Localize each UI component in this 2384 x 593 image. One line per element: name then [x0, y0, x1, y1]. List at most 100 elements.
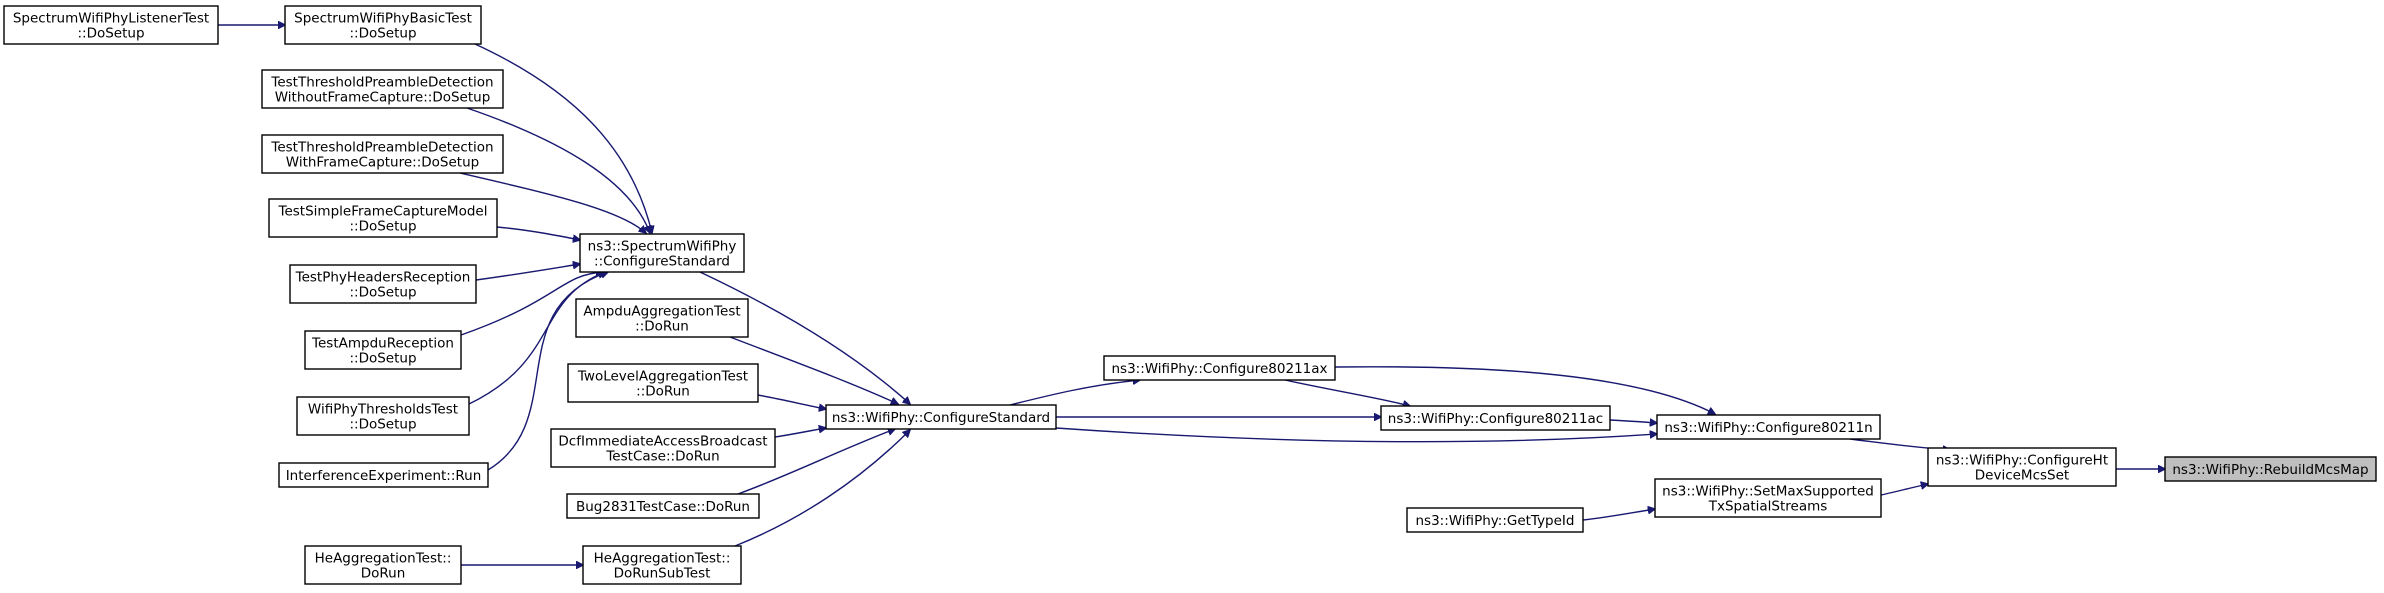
node-ampdu-agg[interactable]: AmpduAggregationTest::DoRun [575, 298, 749, 338]
node-box [1656, 414, 1881, 440]
node-ampdu[interactable]: TestAmpduReception::DoSetup [304, 330, 462, 370]
node-label-line: ns3::WifiPhy::GetTypeId [1415, 513, 1574, 529]
node-label-line: TestCase::DoRun [605, 449, 719, 465]
node-label-line: TestSimpleFrameCaptureModel [278, 204, 488, 220]
node-box [1380, 405, 1611, 431]
edge-ampdu_agg-to-cfgstd [729, 336, 898, 404]
node-box [289, 264, 477, 304]
node-box [579, 233, 745, 273]
node-label-line: TestThresholdPreambleDetection [270, 75, 493, 91]
node-label-line: ::DoRun [635, 319, 689, 335]
edge-bug2831-to-cfgstd [737, 429, 895, 495]
edge-cfgstd-to-n [1055, 427, 1657, 443]
node-bug2831[interactable]: Bug2831TestCase::DoRun [566, 493, 760, 519]
node-box [566, 493, 760, 519]
node-box [261, 69, 504, 109]
node-label-line: ns3::WifiPhy::SetMaxSupported [1662, 484, 1874, 500]
edge-heagg_sub-to-cfgstd [734, 430, 910, 547]
node-label-line: ns3::WifiPhy::ConfigureStandard [832, 410, 1050, 426]
node-tpd-without[interactable]: TestThresholdPreambleDetectionWithoutFra… [261, 69, 504, 109]
node-label-line: DeviceMcsSet [1975, 468, 2069, 484]
node-label-line: ns3::WifiPhy::Configure80211ax [1111, 361, 1327, 377]
edge-tpd_without-to-spectrum_cfg [466, 107, 650, 233]
node-cfgstd[interactable]: ns3::WifiPhy::ConfigureStandard [825, 404, 1057, 430]
node-label-line: ::DoSetup [349, 219, 416, 235]
node-root: ns3::WifiPhy::RebuildMcsMap [2164, 456, 2377, 482]
edge-cfgstd-to-ax [1009, 380, 1140, 406]
node-label-line: ::DoSetup [349, 285, 416, 301]
node-label-line: ::DoSetup [349, 417, 416, 433]
node-label-line: ::DoSetup [77, 26, 144, 42]
node-label-line: WifiPhyThresholdsTest [308, 402, 458, 418]
node-box [1103, 355, 1336, 381]
edge-tpd_with-to-spectrum_cfg [459, 172, 646, 233]
edge-setmax-to-ht [1880, 484, 1928, 496]
node-listener[interactable]: SpectrumWifiPhyListenerTest::DoSetup [3, 5, 219, 45]
node-box [2164, 456, 2377, 482]
node-heagg[interactable]: HeAggregationTest::DoRun [304, 545, 462, 585]
edge-twolevel-to-cfgstd [757, 394, 826, 409]
node-label-line: TestAmpduReception [311, 336, 454, 352]
node-dcf[interactable]: DcfImmediateAccessBroadcastTestCase::DoR… [550, 428, 776, 468]
node-box [261, 134, 504, 174]
node-typeid[interactable]: ns3::WifiPhy::GetTypeId [1406, 507, 1584, 533]
node-label-line: ns3::WifiPhy::RebuildMcsMap [2172, 462, 2368, 478]
node-label-line: ::DoRun [636, 384, 690, 400]
edge-ax-to-n [1334, 366, 1715, 414]
edge-ampdu-to-spectrum_cfg [460, 272, 603, 336]
node-box [825, 404, 1057, 430]
node-label-line: TxSpatialStreams [1708, 499, 1828, 515]
node-label-line: ::DoSetup [349, 26, 416, 42]
node-label-line: TwoLevelAggregationTest [577, 369, 748, 385]
node-label-line: TestThresholdPreambleDetection [270, 140, 493, 156]
node-label-line: DcfImmediateAccessBroadcast [558, 434, 767, 450]
node-spectrum-cfg[interactable]: ns3::SpectrumWifiPhy::ConfigureStandard [579, 233, 745, 273]
node-box [1927, 447, 2117, 487]
node-box [582, 545, 742, 585]
node-tpd-with[interactable]: TestThresholdPreambleDetectionWithFrameC… [261, 134, 504, 174]
node-box [567, 363, 759, 403]
node-label-line: ns3::SpectrumWifiPhy [588, 239, 737, 255]
node-label-line: DoRun [361, 566, 406, 582]
node-label-line: HeAggregationTest:: [315, 551, 452, 567]
node-box [268, 198, 498, 238]
node-box [575, 298, 749, 338]
node-label-line: WithFrameCapture::DoSetup [286, 155, 479, 171]
node-label-line: AmpduAggregationTest [583, 304, 740, 320]
node-box [284, 5, 482, 45]
node-label-line: ::DoSetup [349, 351, 416, 367]
edge-typeid-to-setmax [1582, 509, 1655, 521]
node-box [296, 396, 470, 436]
node-box [304, 330, 462, 370]
node-label-line: HeAggregationTest:: [594, 551, 731, 567]
edge-basic-to-spectrum_cfg [474, 43, 652, 233]
node-label-line: Bug2831TestCase::DoRun [576, 499, 750, 515]
node-ax[interactable]: ns3::WifiPhy::Configure80211ax [1103, 355, 1336, 381]
node-ac[interactable]: ns3::WifiPhy::Configure80211ac [1380, 405, 1611, 431]
node-setmax[interactable]: ns3::WifiPhy::SetMaxSupportedTxSpatialSt… [1654, 478, 1882, 518]
node-thresholds[interactable]: WifiPhyThresholdsTest::DoSetup [296, 396, 470, 436]
node-headers[interactable]: TestPhyHeadersReception::DoSetup [289, 264, 477, 304]
node-label-line: WithoutFrameCapture::DoSetup [275, 90, 491, 106]
node-box [3, 5, 219, 45]
node-box [550, 428, 776, 468]
node-basic[interactable]: SpectrumWifiPhyBasicTest::DoSetup [284, 5, 482, 45]
node-heagg-sub[interactable]: HeAggregationTest::DoRunSubTest [582, 545, 742, 585]
node-simplecap[interactable]: TestSimpleFrameCaptureModel::DoSetup [268, 198, 498, 238]
node-box [1406, 507, 1584, 533]
node-box [1654, 478, 1882, 518]
node-twolevel[interactable]: TwoLevelAggregationTest::DoRun [567, 363, 759, 403]
node-label-line: ns3::WifiPhy::ConfigureHt [1936, 453, 2108, 469]
edge-ac-to-n [1609, 420, 1657, 423]
edge-dcf-to-cfgstd [774, 428, 826, 438]
edge-simplecap-to-spectrum_cfg [496, 226, 580, 240]
node-label-line: ::ConfigureStandard [594, 254, 730, 270]
node-box [278, 462, 489, 488]
node-n[interactable]: ns3::WifiPhy::Configure80211n [1656, 414, 1881, 440]
node-label-line: SpectrumWifiPhyListenerTest [13, 11, 209, 27]
node-interf[interactable]: InterferenceExperiment::Run [278, 462, 489, 488]
edge-interf-to-spectrum_cfg [487, 272, 608, 471]
node-label-line: SpectrumWifiPhyBasicTest [294, 11, 472, 27]
